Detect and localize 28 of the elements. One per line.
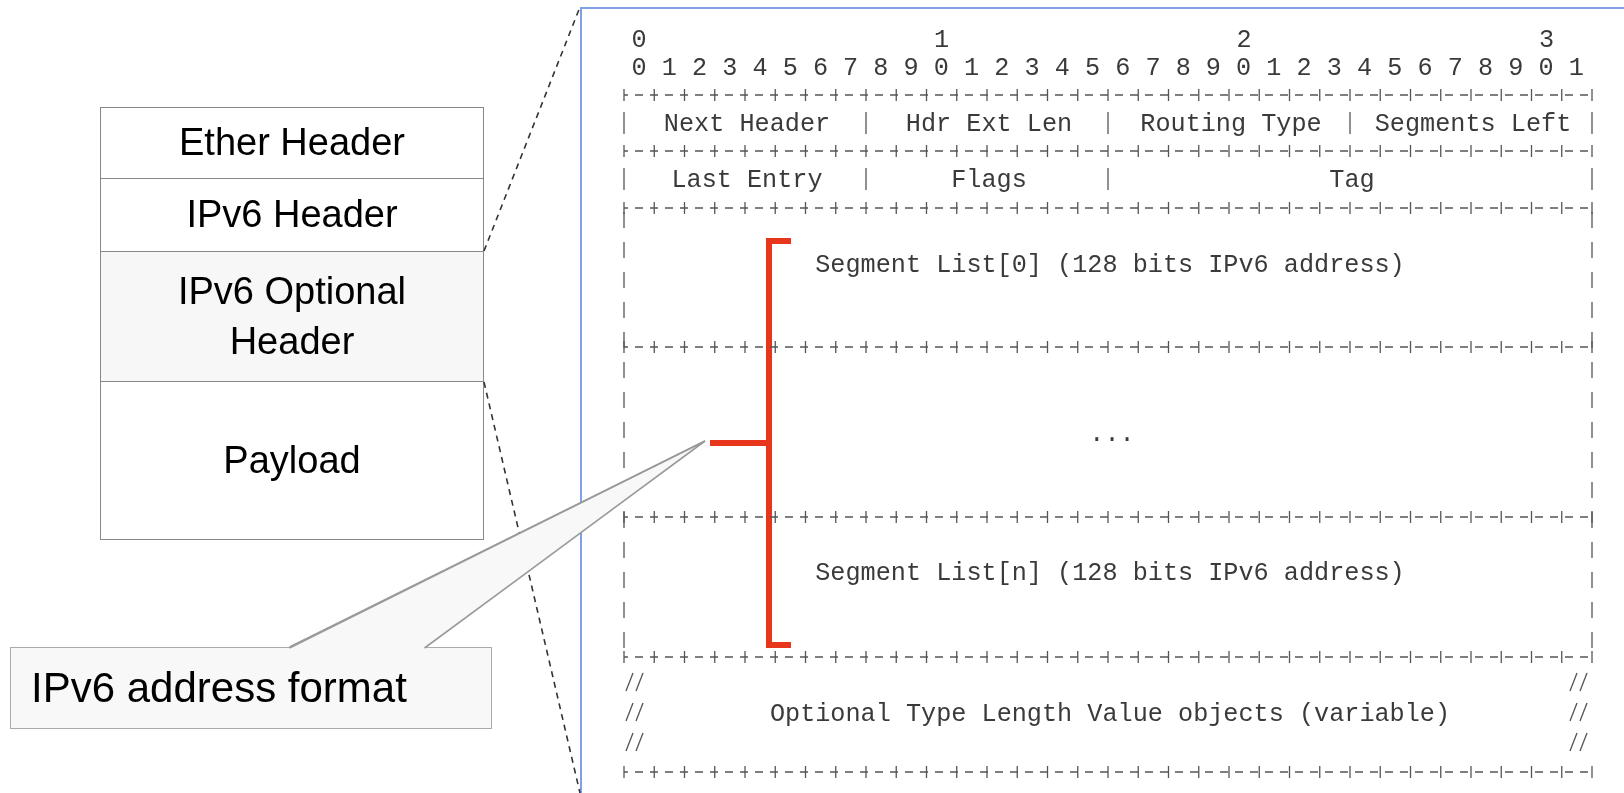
layer-name: IPv6 Optional Header bbox=[176, 269, 408, 364]
bit-number: 0 bbox=[631, 28, 647, 54]
callout-box bbox=[10, 647, 492, 729]
packet-layer-box bbox=[100, 251, 484, 382]
callout-text: IPv6 address format bbox=[31, 662, 407, 713]
field-name: Optional Type Length Value objects (variable) bbox=[769, 702, 1451, 728]
packet-layer-box bbox=[100, 381, 484, 540]
field-name: ... bbox=[1089, 422, 1135, 448]
field-name: Next Header bbox=[663, 112, 831, 138]
field-name: Hdr Ext Len bbox=[905, 112, 1073, 138]
field-name: Last Entry bbox=[671, 168, 823, 194]
zoom-line bbox=[483, 381, 581, 793]
field-name: Segment List[0] (128 bits IPv6 address) bbox=[815, 253, 1405, 279]
bit-number: 0 1 2 3 4 5 6 7 8 9 0 1 2 3 4 5 6 7 8 9 0 1 2 3 4 5 6 7 8 9 0 1 bbox=[631, 56, 1584, 82]
packet-layer-box bbox=[100, 178, 484, 252]
bit-number: 1 bbox=[934, 28, 950, 54]
field-name: Flags bbox=[951, 168, 1027, 194]
field-name: Tag bbox=[1329, 168, 1375, 194]
field-name: Segment List[n] (128 bits IPv6 address) bbox=[815, 561, 1405, 587]
layer-name: Ether Header bbox=[179, 120, 405, 166]
packet-layer-box bbox=[100, 107, 484, 179]
bit-number: 2 bbox=[1236, 28, 1252, 54]
header-format-panel bbox=[580, 7, 1624, 793]
layer-name: Payload bbox=[223, 437, 361, 483]
bit-number: 3 bbox=[1539, 28, 1555, 54]
layer-name: IPv6 Header bbox=[186, 192, 398, 238]
field-name: Segments Left bbox=[1374, 112, 1572, 138]
field-name: Routing Type bbox=[1140, 112, 1322, 138]
